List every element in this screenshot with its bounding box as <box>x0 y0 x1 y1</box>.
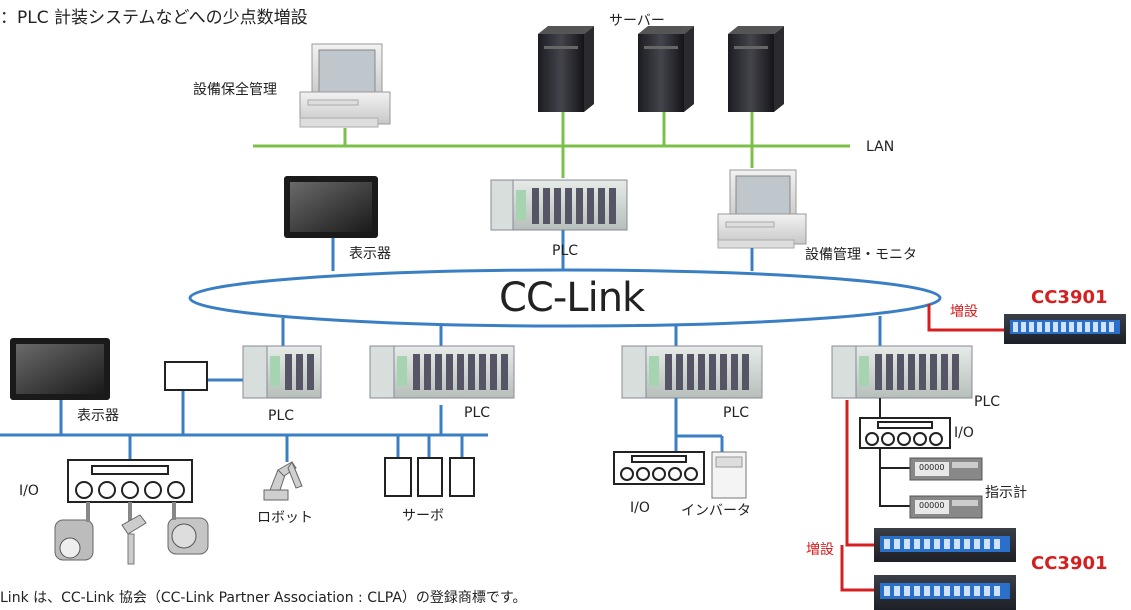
add-bottom-label: 増設 <box>806 542 834 558</box>
display-left-icon <box>10 338 110 400</box>
left-field-bus <box>0 378 488 462</box>
io-mid-icon <box>613 451 705 485</box>
plc-3-icon <box>621 345 763 399</box>
monitor-pc-icon <box>717 169 807 249</box>
cc-link-label: CC-Link <box>499 275 645 321</box>
plc-1-icon <box>242 345 322 399</box>
product-top-label: CC3901 <box>1031 287 1108 308</box>
lan-label: LAN <box>866 139 895 155</box>
plc-top-label: PLC <box>552 243 579 259</box>
footnote: Link は、CC-Link 協会（CC-Link Partner Associ… <box>0 590 527 606</box>
maintenance-pc-icon <box>299 43 391 128</box>
cc3901-bottom-icon <box>874 528 1016 610</box>
plc-4-icon <box>831 345 973 399</box>
robot-icon <box>263 460 303 501</box>
display-top-icon <box>284 176 378 238</box>
add-top-label: 増設 <box>950 304 978 320</box>
servo-icon <box>384 457 475 497</box>
io-left-icon <box>67 459 193 503</box>
lan-network <box>253 112 850 178</box>
meter-value-2: 00000 <box>919 501 945 510</box>
cc-link-bus <box>188 230 942 346</box>
inverter-icon <box>711 451 747 499</box>
io-mid-label: I/O <box>630 500 650 516</box>
io-right-icon <box>859 417 951 449</box>
server-icon <box>538 26 784 112</box>
plc-2-label: PLC <box>464 405 491 421</box>
plc-1-label: PLC <box>268 408 295 424</box>
plc-2-icon <box>369 345 515 399</box>
sensor-icons <box>54 502 209 565</box>
maintenance-label: 設備保全管理 <box>193 82 277 98</box>
cc3901-top-icon <box>1004 314 1126 344</box>
plc-4-branch <box>879 398 910 507</box>
small-terminal-icon <box>164 361 208 391</box>
plc-3-label: PLC <box>723 405 750 421</box>
plc-top-icon <box>490 179 628 231</box>
addition-lines <box>840 304 1005 592</box>
plc-4-label: PLC <box>974 394 1001 410</box>
io-left-label: I/O <box>19 483 39 499</box>
display-top-label: 表示器 <box>349 246 391 262</box>
display-left-label: 表示器 <box>77 408 119 424</box>
io-right-label: I/O <box>954 425 974 441</box>
indicator-icon <box>909 457 983 519</box>
inverter-label: インバータ <box>681 503 751 519</box>
server-label: サーバー <box>609 13 665 29</box>
indicator-label: 指示計 <box>985 485 1027 501</box>
product-bottom-label: CC3901 <box>1031 553 1108 574</box>
robot-label: ロボット <box>257 510 313 526</box>
page-title: ：PLC 計装システムなどへの少点数増設 <box>0 8 308 28</box>
servo-label: サーボ <box>402 508 444 524</box>
plc-3-branch <box>674 398 724 452</box>
monitor-label: 設備管理・モニタ <box>805 247 917 263</box>
meter-value-1: 00000 <box>919 463 945 472</box>
